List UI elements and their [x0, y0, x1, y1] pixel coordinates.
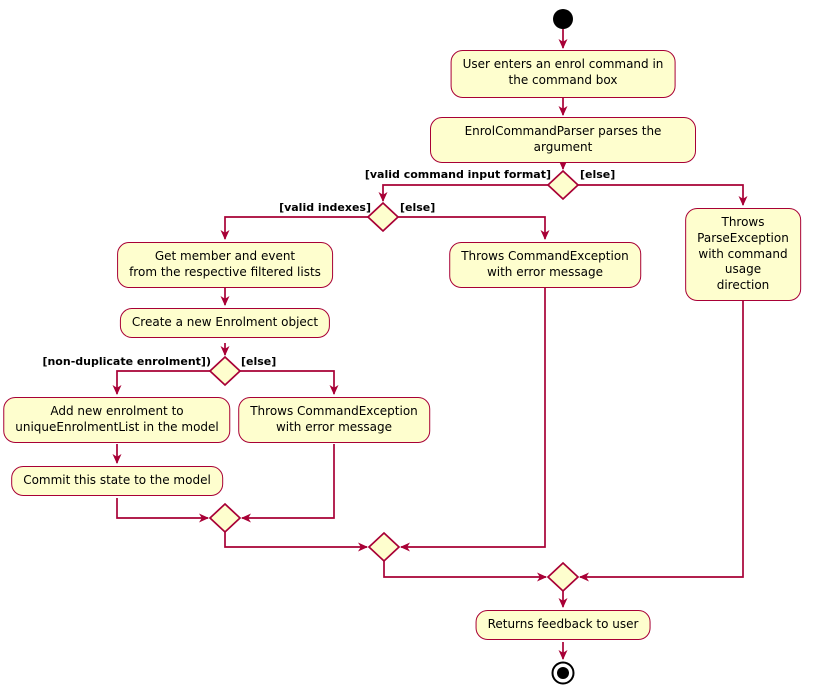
guard-valid-command-input-format: [valid command input format] — [364, 168, 551, 181]
edge-decision-duplicate-to-add-enrolment — [112, 370, 211, 395]
edge-decision-format-to-decision-indexes — [378, 184, 549, 202]
activity-parser-parses-argument: EnrolCommandParser parses the argument — [430, 117, 696, 163]
edge-merge-enrolment-to-merge-index — [224, 532, 368, 552]
activity-commit-state: Commit this state to the model — [11, 466, 223, 496]
guard-else-duplicate: [else] — [241, 355, 277, 368]
edge-decision-duplicate-else-to-throws-command-left — [239, 370, 339, 395]
merge-enrolment-branch — [208, 502, 242, 534]
edge-decision-format-else-to-throws-parse — [577, 184, 748, 206]
end-node-ring — [551, 661, 575, 685]
end-node-dot — [557, 667, 569, 679]
start-node — [553, 9, 573, 29]
decision-valid-indexes — [366, 201, 400, 233]
guard-else-format: [else] — [580, 168, 616, 181]
activity-throws-commandexception-invalid-index: Throws CommandException with error messa… — [449, 242, 641, 288]
guard-valid-indexes: [valid indexes] — [279, 201, 371, 214]
decision-non-duplicate-enrolment — [208, 355, 242, 387]
edge-merge-index-to-merge-format — [383, 561, 547, 582]
edge-commit-to-merge-enrolment — [116, 498, 209, 523]
edge-decision-indexes-else-to-throws-command-mid — [397, 216, 550, 240]
guard-else-indexes: [else] — [400, 201, 436, 214]
activity-returns-feedback: Returns feedback to user — [475, 610, 651, 640]
activity-get-member-and-event: Get member and event from the respective… — [117, 242, 333, 288]
activity-throws-commandexception-duplicate: Throws CommandException with error messa… — [238, 397, 430, 443]
edge-throws-command-mid-to-merge-index — [400, 288, 546, 552]
activity-throws-parseexception: Throws ParseException with command usage… — [685, 208, 801, 302]
activity-create-enrolment-object: Create a new Enrolment object — [119, 308, 331, 338]
activity-user-enters-command: User enters an enrol command in the comm… — [450, 50, 676, 98]
activity-add-new-enrolment: Add new enrolment to uniqueEnrolmentList… — [3, 397, 231, 443]
edge-throws-parse-to-merge-format — [579, 268, 744, 582]
guard-non-duplicate-enrolment: [non-duplicate enrolment]) — [42, 355, 211, 368]
edge-throws-command-left-to-merge-enrolment — [241, 444, 335, 523]
merge-index-branch — [367, 531, 401, 563]
decision-valid-command-format — [546, 169, 580, 201]
edge-decision-indexes-to-get-member — [220, 216, 369, 240]
merge-format-branch — [546, 561, 580, 593]
